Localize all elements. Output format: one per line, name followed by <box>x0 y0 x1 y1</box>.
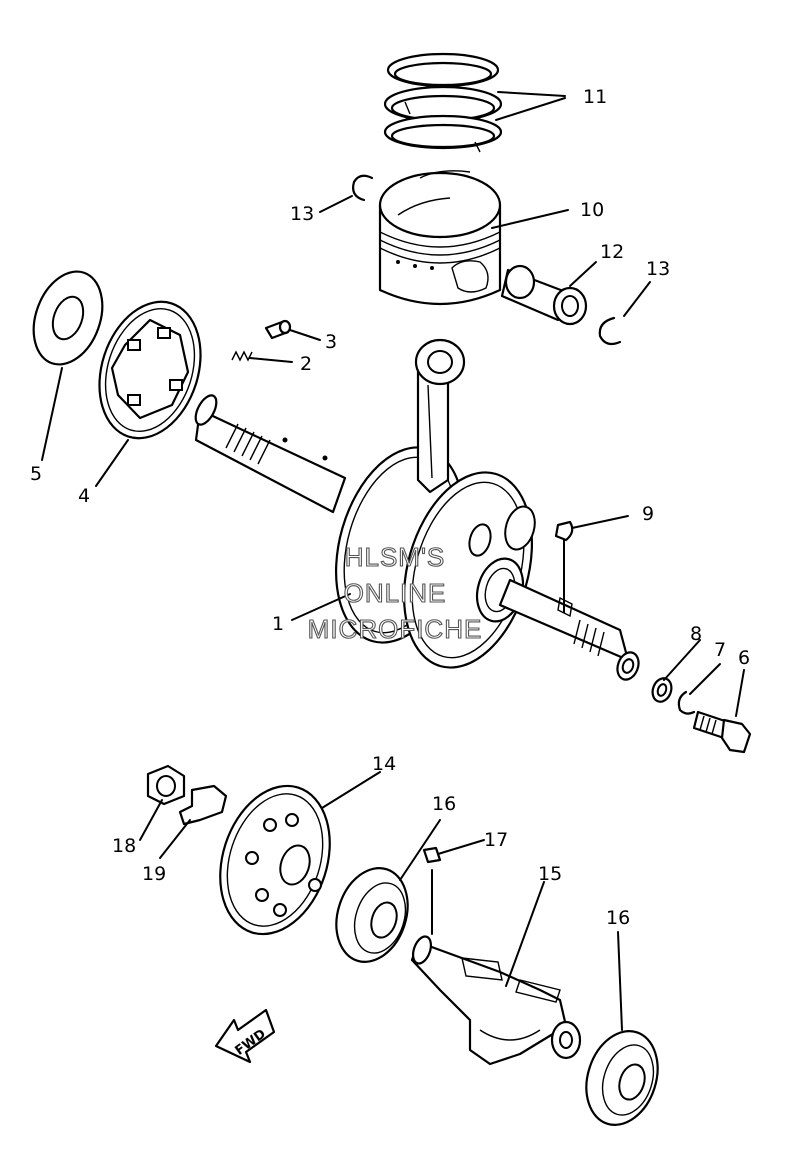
crankshaft-bolt <box>692 710 752 754</box>
piston <box>378 170 502 306</box>
balancer-nut <box>146 764 186 806</box>
piston-pin-clip-right <box>598 316 622 346</box>
lock-washer <box>677 690 696 715</box>
piston-pin <box>500 264 588 326</box>
balancer-shaft <box>410 935 582 1066</box>
callout-numbers: 11 10 13 12 13 3 2 5 4 9 1 8 7 6 14 16 1… <box>30 86 750 929</box>
callout-11: 11 <box>583 86 607 108</box>
callout-2: 2 <box>300 353 312 375</box>
watermark-line-1: HLSM'S <box>345 542 446 572</box>
callout-16-lower: 16 <box>606 907 630 929</box>
watermark-line-2: ONLINE <box>344 578 447 608</box>
clutch-roller <box>264 319 292 340</box>
callout-15: 15 <box>538 863 562 885</box>
callout-14: 14 <box>372 753 396 775</box>
thrust-washer <box>32 270 104 366</box>
piston-rings <box>383 52 503 153</box>
callout-1: 1 <box>272 613 284 635</box>
callout-6: 6 <box>738 647 750 669</box>
callout-5: 5 <box>30 463 42 485</box>
watermark-line-3: MICROFICHE <box>308 614 483 644</box>
callout-8: 8 <box>690 623 702 645</box>
callout-19: 19 <box>142 863 166 885</box>
woodruff-key <box>554 520 574 542</box>
washer <box>651 677 673 703</box>
balancer-key <box>422 846 442 864</box>
callout-13-left: 13 <box>290 203 314 225</box>
piston-pin-clip-left <box>352 174 374 202</box>
callout-7: 7 <box>714 639 726 661</box>
callout-12: 12 <box>600 241 624 263</box>
callout-4: 4 <box>78 485 90 507</box>
callout-3: 3 <box>325 331 337 353</box>
bearing-right <box>585 1030 659 1126</box>
bearing-left <box>335 867 409 963</box>
callout-18: 18 <box>112 835 136 857</box>
callout-9: 9 <box>642 503 654 525</box>
callout-16-upper: 16 <box>432 793 456 815</box>
crankshaft-assembly <box>194 338 640 681</box>
watermark: HLSM'S ONLINE MICROFICHE <box>307 541 483 644</box>
balancer-lock-washer <box>178 784 228 826</box>
callout-13-right: 13 <box>646 258 670 280</box>
callout-17: 17 <box>484 829 508 851</box>
starter-clutch <box>98 300 202 440</box>
forward-direction-arrow: FWD <box>214 1008 276 1064</box>
callout-10: 10 <box>580 199 604 221</box>
balancer-drive-gear <box>219 784 331 936</box>
leader-lines <box>41 91 745 1031</box>
clutch-spring <box>231 350 253 362</box>
